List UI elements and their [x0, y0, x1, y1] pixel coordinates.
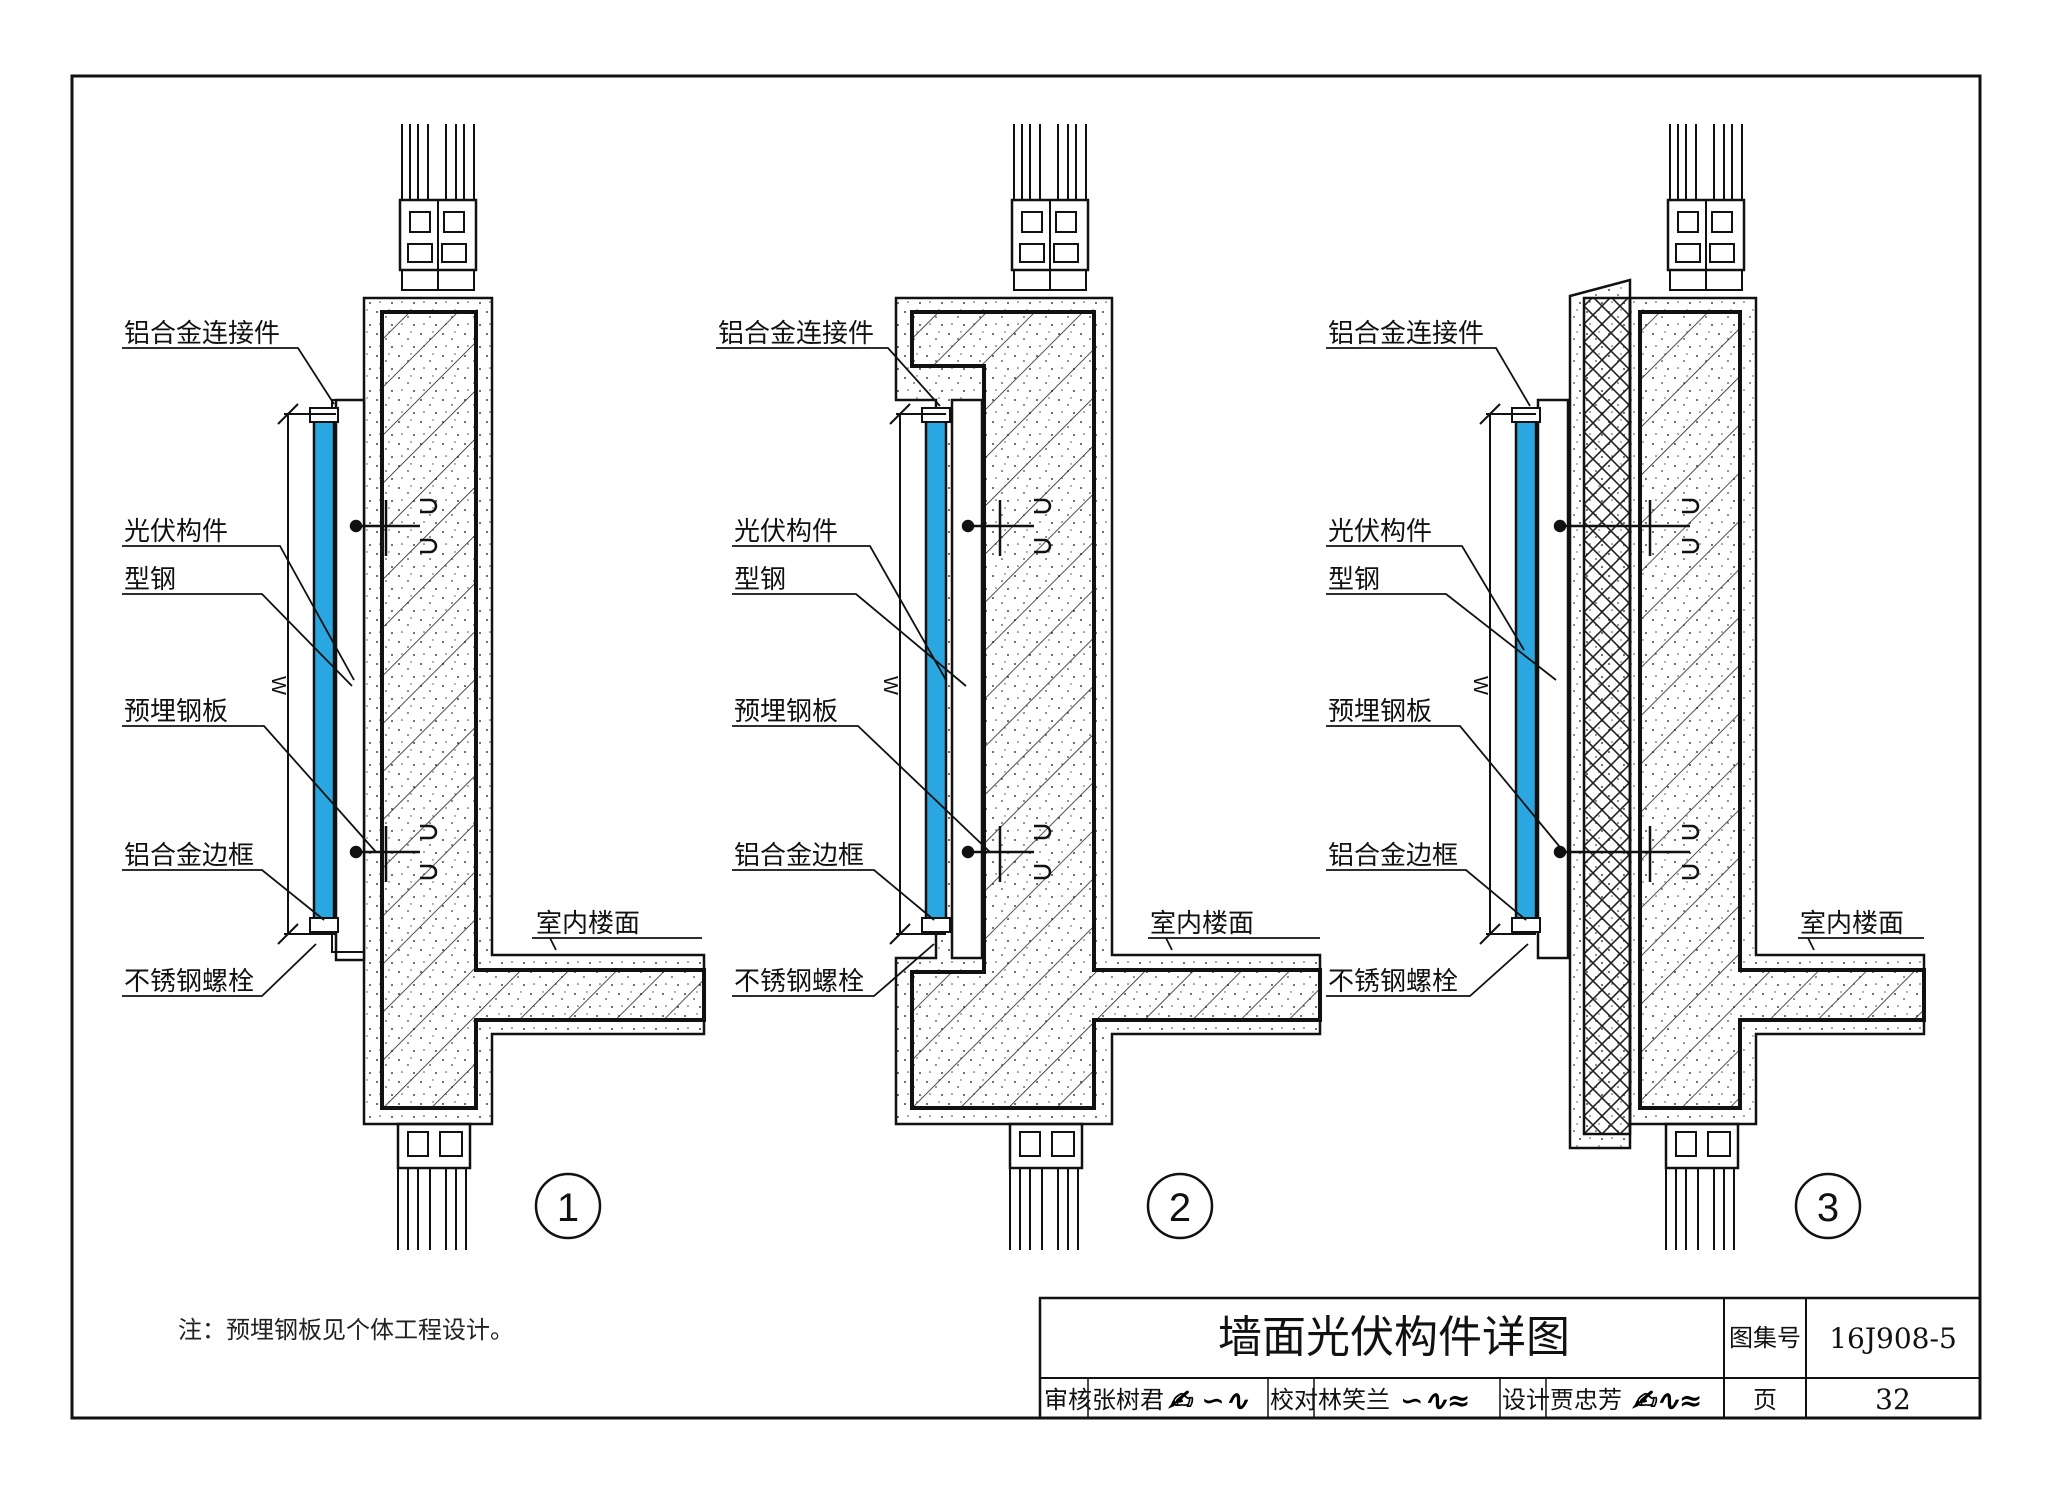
- note-text: 注：预埋钢板见个体工程设计。: [178, 1316, 514, 1344]
- reviewer-name: 张树君: [1092, 1386, 1164, 1414]
- label-pv-member: 光伏构件: [124, 517, 228, 547]
- detail-number-3: 3: [1817, 1186, 1839, 1230]
- dim-w-label: W: [879, 676, 901, 695]
- leader-lines-3: [1326, 347, 1924, 997]
- label-steel-section: 型钢: [124, 565, 176, 595]
- window-frame-top-icon: [398, 124, 478, 291]
- bolt-icon: [1553, 498, 1700, 882]
- label-indoor-floor: 室内楼面: [1150, 909, 1254, 939]
- bolt-icon: [961, 498, 1052, 882]
- pv-panel-2: [924, 416, 948, 922]
- insulation-3: [1582, 296, 1632, 1136]
- detail-3: W 铝合金连接件 光伏构件 型钢 预埋钢板 铝合金边框 不锈钢螺栓 室内楼面 3: [1326, 124, 1926, 1250]
- wall-core-1: [380, 310, 706, 1110]
- window-frame-top-icon: [1666, 124, 1746, 291]
- label-ss-bolt: 不锈钢螺栓: [734, 967, 864, 997]
- pv-panel-1: [312, 416, 336, 922]
- label-indoor-floor: 室内楼面: [1800, 909, 1904, 939]
- label-embedded-plate: 预埋钢板: [1328, 697, 1432, 727]
- atlas-label: 图集号: [1729, 1324, 1801, 1352]
- title-block: 墙面光伏构件详图 图集号 16J908-5 页 32 审核 张树君 ✍︎ ∽∿ …: [1038, 1296, 1982, 1420]
- sheet-border: [70, 74, 1982, 1420]
- label-ss-bolt: 不锈钢螺栓: [124, 967, 254, 997]
- label-ss-bolt: 不锈钢螺栓: [1328, 967, 1458, 997]
- label-indoor-floor: 室内楼面: [536, 909, 640, 939]
- pv-panel-3: [1514, 416, 1538, 922]
- design-label: 设计: [1502, 1386, 1550, 1414]
- label-pv-member: 光伏构件: [1328, 517, 1432, 547]
- label-pv-member: 光伏构件: [734, 517, 838, 547]
- detail-number-circle-3: [1794, 1172, 1862, 1240]
- bolt-icon: [349, 498, 438, 882]
- label-embedded-plate: 预埋钢板: [734, 697, 838, 727]
- label-al-frame: 铝合金边框: [124, 841, 254, 871]
- drawing-title: 墙面光伏构件详图: [1218, 1312, 1570, 1363]
- designer-signature: ✍︎∿≈: [1631, 1384, 1702, 1417]
- atlas-number: 16J908-5: [1829, 1322, 1957, 1355]
- checker-name: 林笑兰: [1318, 1386, 1390, 1414]
- leader-lines-1: [122, 347, 702, 997]
- check-label: 校对: [1270, 1386, 1318, 1414]
- wall-core-2: [910, 310, 1322, 1110]
- dimension-w-1: [277, 403, 336, 945]
- leader-lines-2: [716, 347, 1320, 997]
- window-frame-bottom-icon: [1008, 1122, 1084, 1250]
- dim-w-label: W: [1469, 676, 1491, 695]
- page-number: 32: [1875, 1383, 1911, 1416]
- label-connector: 铝合金连接件: [718, 319, 874, 349]
- dim-w-label: W: [267, 676, 289, 695]
- window-frame-top-icon: [1010, 124, 1090, 291]
- label-connector: 铝合金连接件: [124, 319, 280, 349]
- detail-number-circle-1: [534, 1172, 602, 1240]
- page-label: 页: [1753, 1386, 1777, 1414]
- detail-2: W 铝合金连接件 光伏构件 型钢 预埋钢板 铝合金边框 不锈钢螺栓 室内楼面 2: [716, 124, 1322, 1250]
- detail-1: W 铝合金连接件 光伏构件 型钢 预埋钢板 铝合金边框 不锈钢螺栓 室内楼面 1: [122, 124, 706, 1250]
- window-frame-bottom-icon: [396, 1122, 472, 1250]
- label-al-frame: 铝合金边框: [734, 841, 864, 871]
- label-steel-section: 型钢: [734, 565, 786, 595]
- label-embedded-plate: 预埋钢板: [124, 697, 228, 727]
- label-steel-section: 型钢: [1328, 565, 1380, 595]
- wall-core-3: [1638, 310, 1926, 1110]
- dimension-w-3: [1479, 403, 1536, 945]
- checker-signature: ∽∿≈: [1400, 1384, 1470, 1417]
- designer-name: 贾忠芳: [1550, 1386, 1622, 1414]
- detail-number-circle-2: [1146, 1172, 1214, 1240]
- window-frame-bottom-icon: [1664, 1122, 1740, 1250]
- label-al-frame: 铝合金边框: [1328, 841, 1458, 871]
- detail-number-2: 2: [1169, 1186, 1191, 1230]
- reviewer-signature: ✍︎ ∽∿: [1167, 1384, 1249, 1417]
- steel-section-1: [334, 398, 366, 962]
- detail-number-1: 1: [557, 1186, 579, 1230]
- dimension-w-2: [889, 403, 946, 945]
- review-label: 审核: [1044, 1386, 1092, 1414]
- steel-section-3: [1536, 398, 1570, 960]
- label-connector: 铝合金连接件: [1328, 319, 1484, 349]
